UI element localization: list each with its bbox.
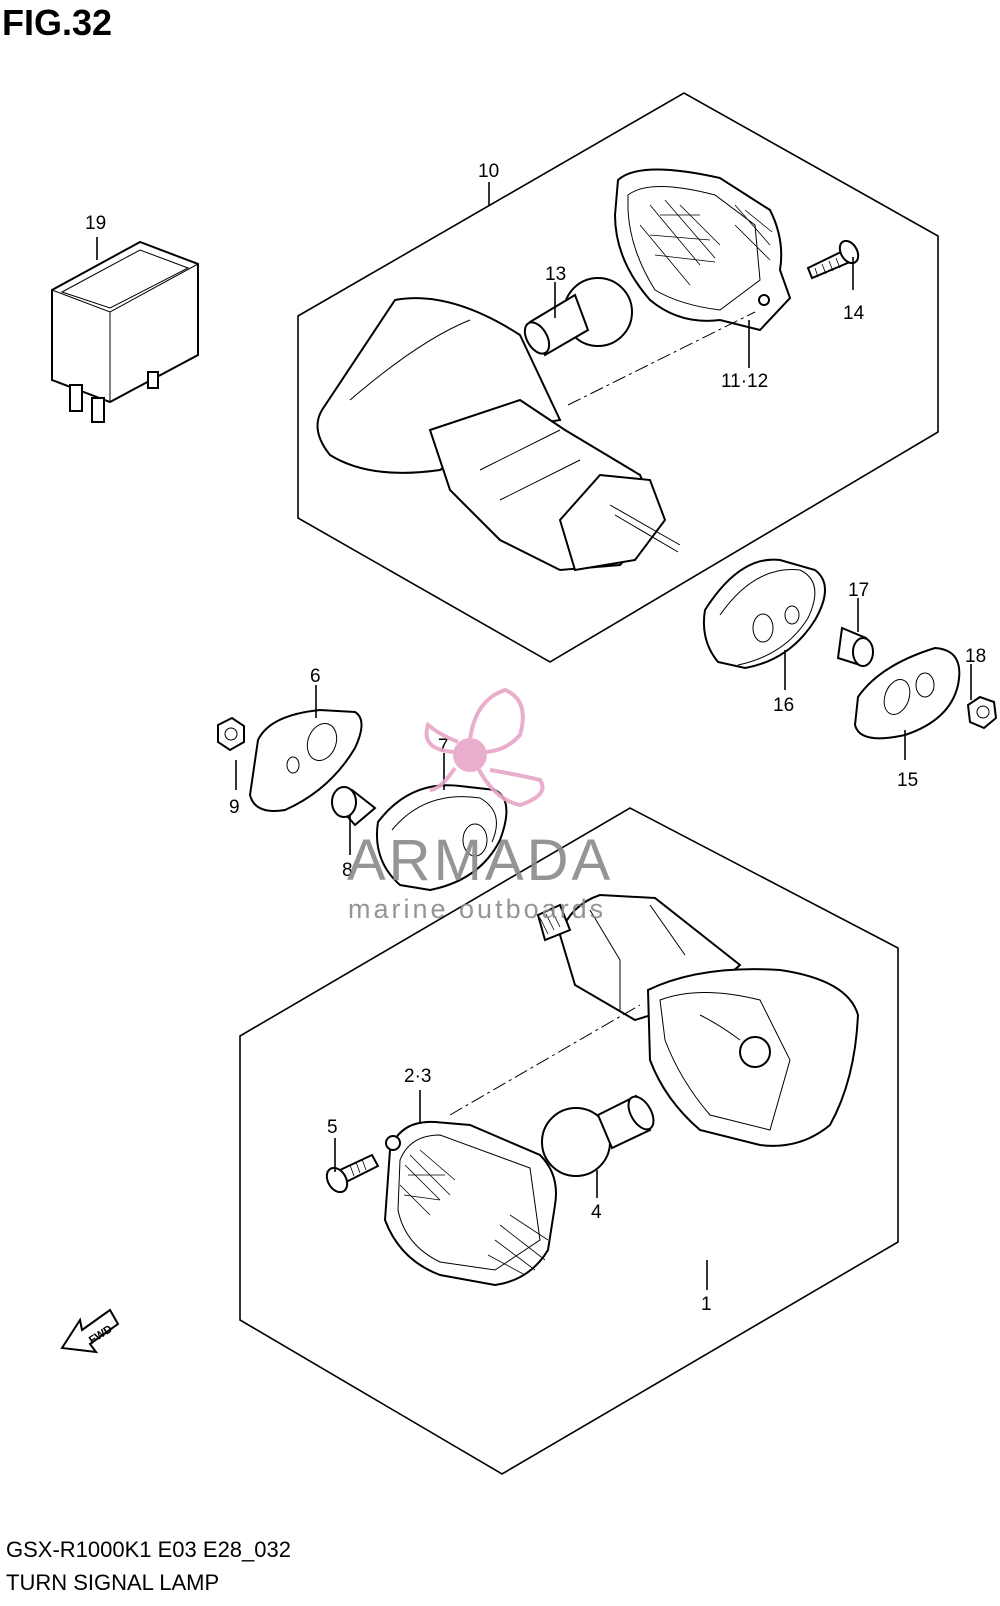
callout-14: 14 <box>843 303 865 324</box>
watermark-tagline: marine outboards <box>348 894 606 924</box>
turn-lamp-housing-lower <box>536 893 860 1147</box>
callout-18: 18 <box>965 646 986 667</box>
bulb-part-4 <box>541 1094 655 1177</box>
grommet-part-7 <box>376 784 508 892</box>
lens-part-2-3 <box>383 1120 557 1287</box>
armada-watermark: ARMADA marine outboards <box>347 687 613 924</box>
turn-lamp-housing-upper <box>316 297 681 572</box>
callout-6: 6 <box>310 666 321 687</box>
plate-part-6 <box>248 708 363 812</box>
callout-13: 13 <box>545 264 566 285</box>
model-code: GSX-R1000K1 E03 E28_032 <box>6 1537 291 1562</box>
collar-part-17 <box>836 626 874 667</box>
section-name: TURN SIGNAL LAMP <box>6 1570 220 1595</box>
callout-15: 15 <box>897 770 918 791</box>
callout-2-3: 2·3 <box>404 1066 431 1087</box>
callout-11-12: 11·12 <box>721 371 768 392</box>
figure-title: FIG.32 <box>2 2 113 43</box>
callout-7: 7 <box>438 736 449 757</box>
plate-part-15 <box>853 646 961 740</box>
screw-part-14 <box>806 239 860 280</box>
assembly-frame-lower <box>239 807 899 1475</box>
callout-16: 16 <box>773 695 794 716</box>
watermark-brand: ARMADA <box>347 828 613 893</box>
bulb-part-13 <box>523 277 633 357</box>
callout-10: 10 <box>478 161 499 182</box>
callout-5: 5 <box>327 1117 338 1138</box>
collar-part-8 <box>331 786 377 827</box>
lens-part-11-12 <box>613 168 792 332</box>
screw-part-5 <box>325 1153 380 1194</box>
callout-19: 19 <box>85 213 106 234</box>
callout-1: 1 <box>701 1294 712 1315</box>
callout-17: 17 <box>848 580 869 601</box>
leader-lines <box>96 182 972 1290</box>
relay-part-19 <box>51 240 199 423</box>
callout-9: 9 <box>229 797 240 818</box>
grommet-part-16 <box>702 558 826 670</box>
nut-part-9 <box>217 716 245 752</box>
callout-4: 4 <box>591 1202 602 1223</box>
propeller-logo <box>424 687 545 808</box>
fwd-arrow: FWD <box>60 1308 120 1354</box>
assembly-frame-upper <box>297 92 939 663</box>
nut-part-18 <box>966 695 998 730</box>
callout-8: 8 <box>342 860 353 881</box>
